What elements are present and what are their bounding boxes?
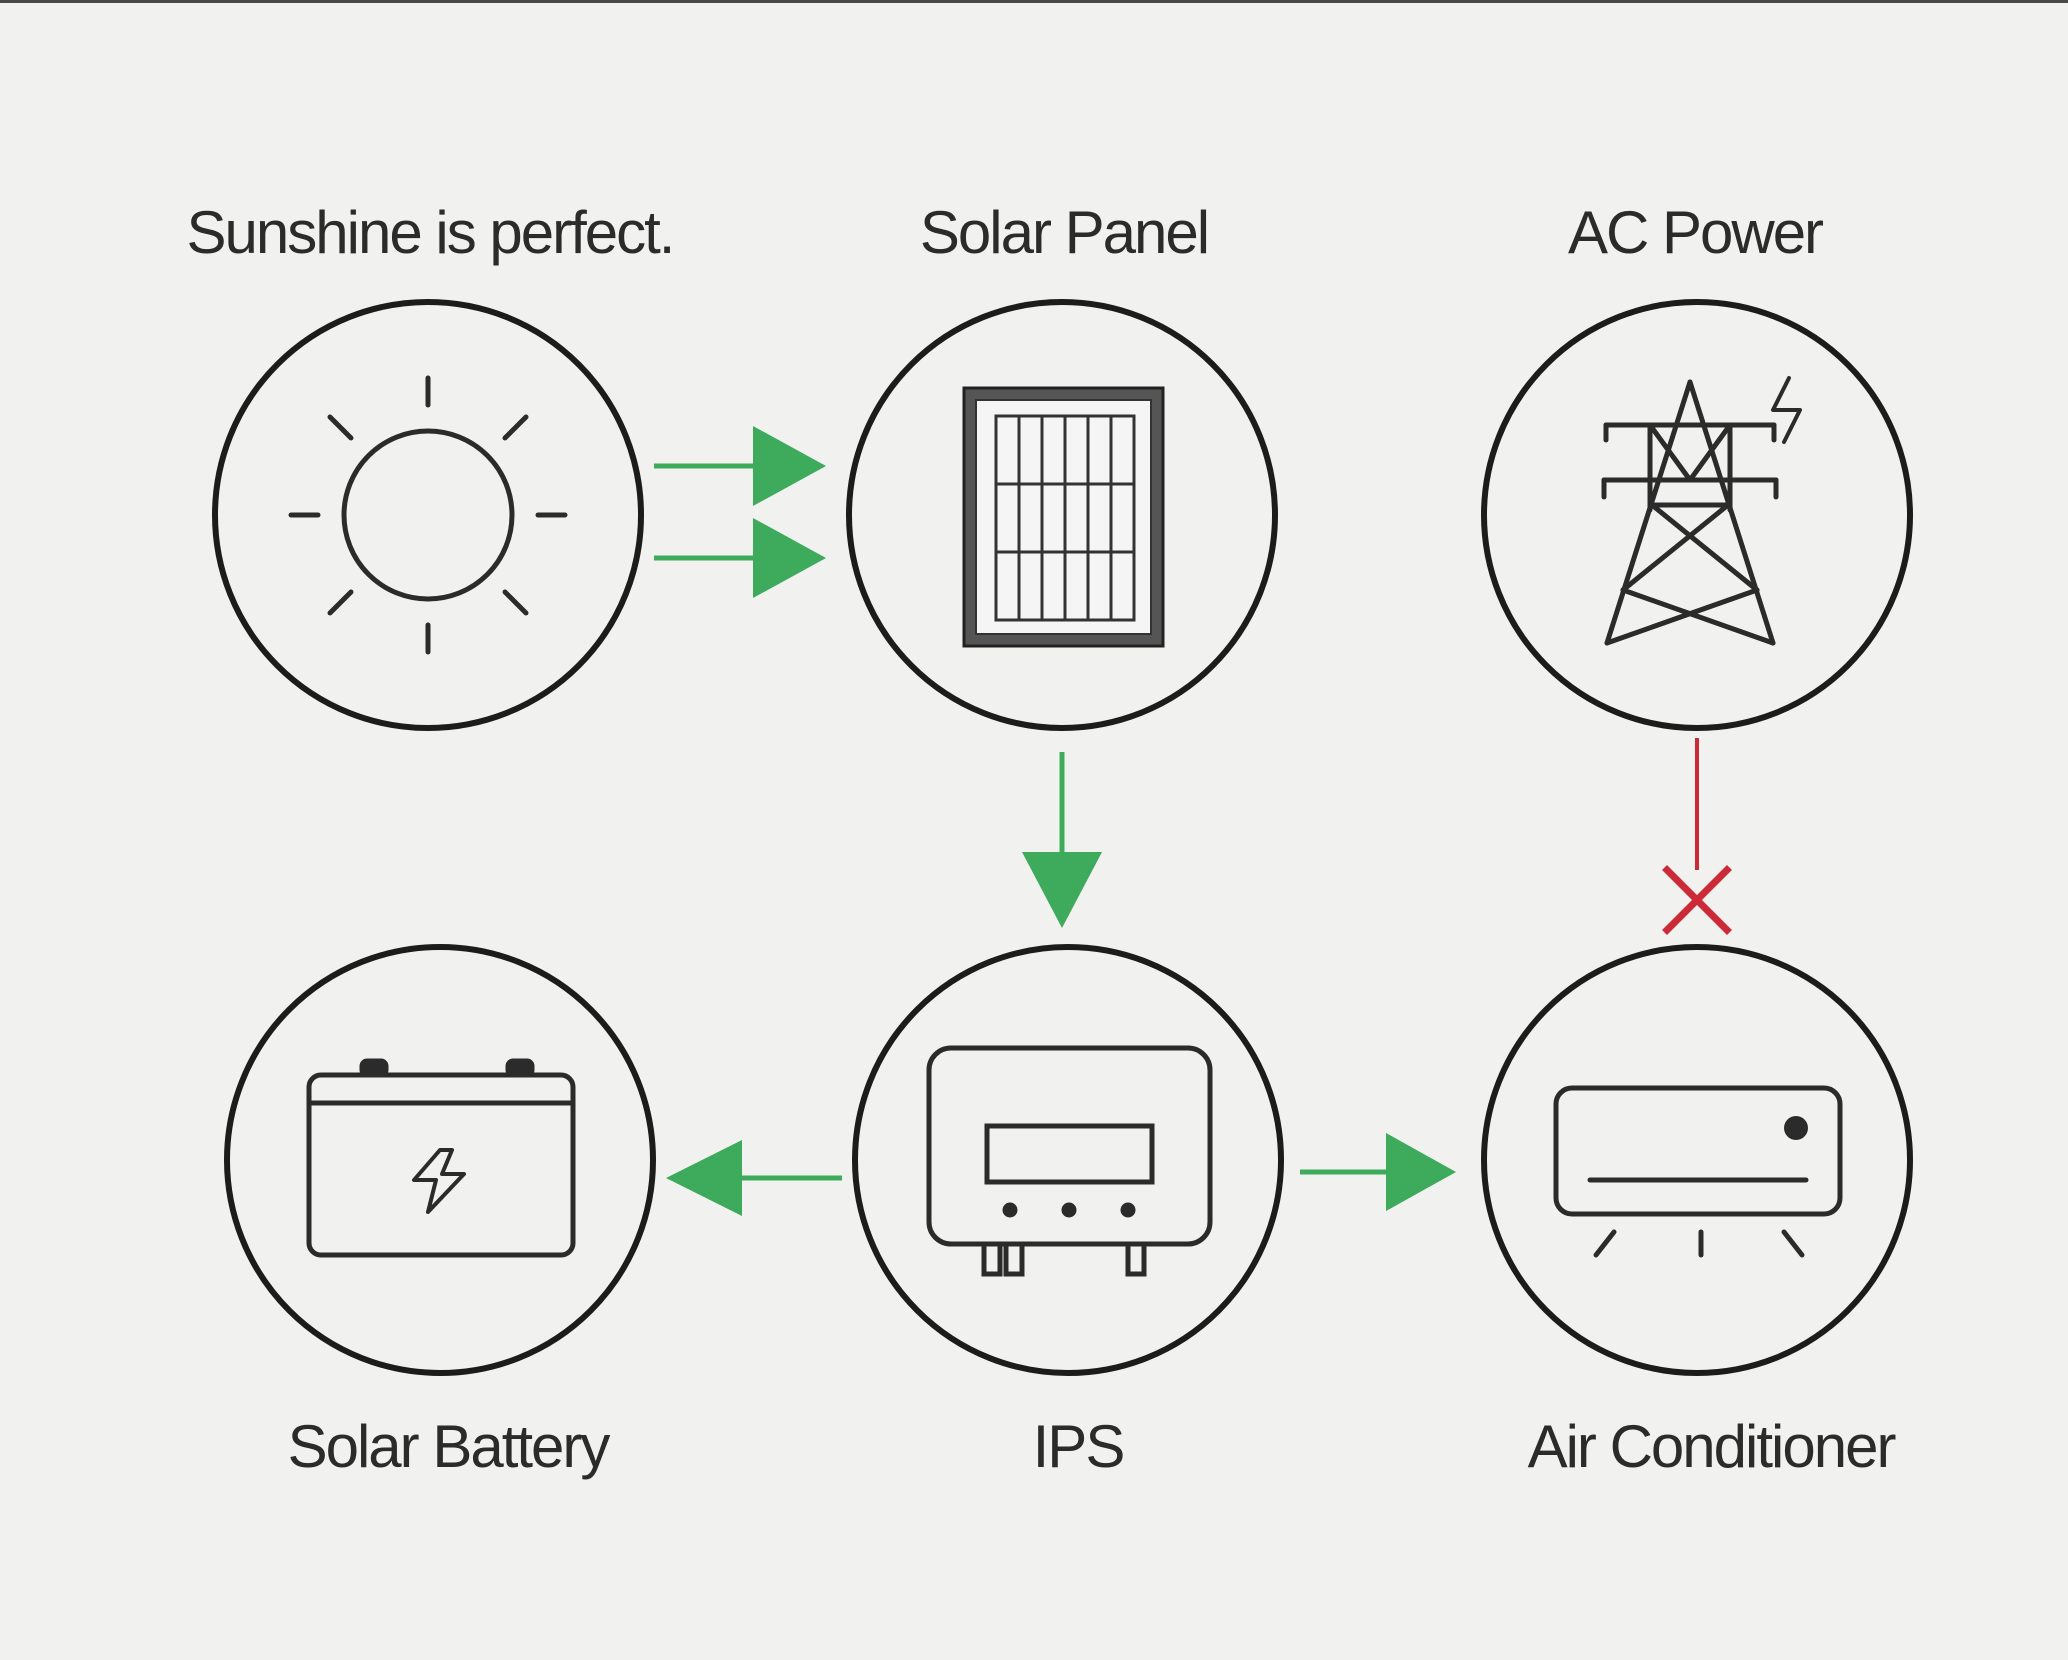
ac-power-node (1481, 299, 1913, 731)
top-border (0, 0, 2068, 3)
inverter-icon (926, 1045, 1213, 1277)
ips-node (852, 944, 1284, 1376)
arrow-sun-to-panel-upper (654, 426, 826, 506)
arrow-panel-to-ips (1022, 752, 1102, 928)
arrow-sun-to-panel-lower (654, 518, 826, 598)
air-conditioner-icon (1553, 1085, 1843, 1258)
arrow-ips-to-air-conditioner (1300, 1133, 1456, 1211)
solar-panel-label: Solar Panel (919, 199, 1210, 266)
solar-panel-node (846, 299, 1278, 731)
sun-label: Sunshine is perfect. (186, 199, 676, 266)
battery-icon (306, 1058, 576, 1258)
battery-node (224, 944, 656, 1376)
arrow-ips-to-battery (666, 1140, 842, 1216)
power-tower-icon (1601, 376, 1802, 646)
ips-label: IPS (1032, 1413, 1126, 1480)
blocked-ac-power-connection (1662, 738, 1732, 935)
solar-battery-label: Solar Battery (287, 1413, 611, 1480)
blocked-x-icon (1662, 865, 1732, 935)
solar-panel-icon (962, 386, 1165, 648)
air-conditioner-label: Air Conditioner (1527, 1413, 1897, 1480)
air-conditioner-node (1481, 944, 1913, 1376)
ac-power-label: AC Power (1567, 199, 1824, 266)
sun-node (212, 299, 644, 731)
sun-icon (288, 375, 568, 655)
